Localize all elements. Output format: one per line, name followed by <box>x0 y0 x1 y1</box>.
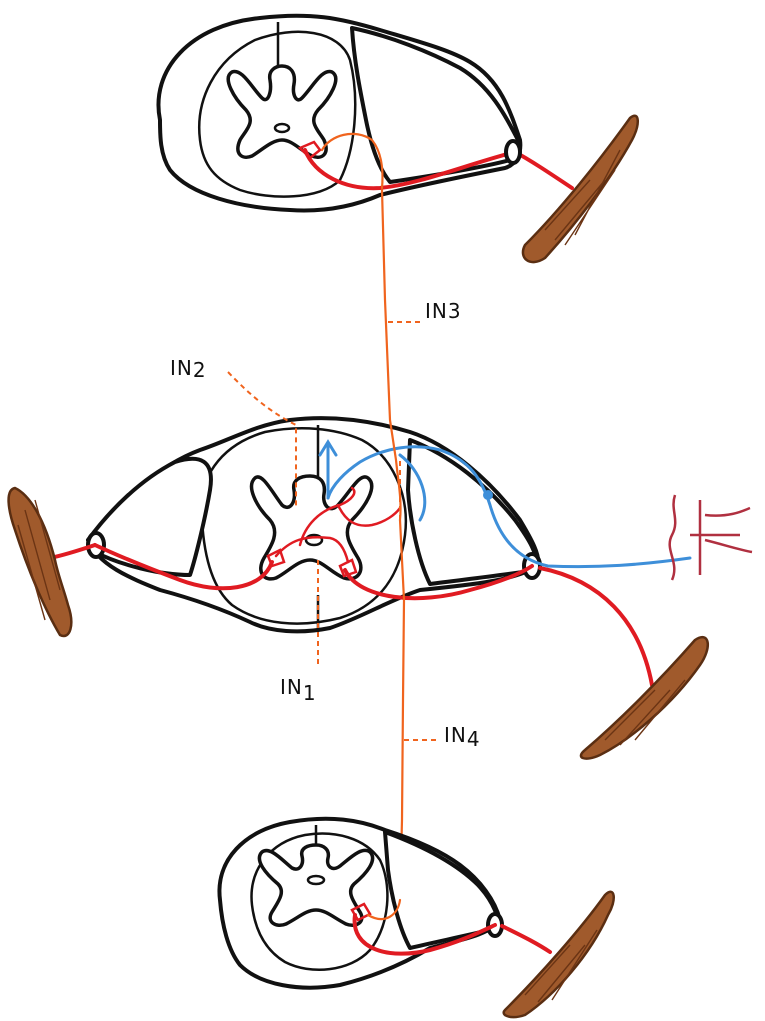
skin-receptor <box>670 495 752 580</box>
bottom-spinal-segment <box>219 819 613 1017</box>
bottom-muscle <box>504 892 614 1017</box>
middle-spinal-segment <box>9 418 752 759</box>
middle-right-motor-to-muscle <box>540 568 652 685</box>
top-motor-axon-to-muscle <box>515 152 572 188</box>
in3-label: IN3 <box>425 299 462 323</box>
top-root-exit <box>506 141 520 163</box>
in1-label: IN1 <box>280 675 317 705</box>
in4-label: IN4 <box>444 723 481 751</box>
top-muscle <box>523 116 638 262</box>
middle-left-ventral-root <box>88 459 211 575</box>
middle-right-root <box>408 440 537 584</box>
top-spinal-segment <box>158 16 637 262</box>
dorsal-root-ganglion-soma <box>483 490 493 500</box>
in2-label: IN2 <box>170 356 207 382</box>
middle-left-muscle <box>9 488 72 636</box>
bottom-motor-to-muscle <box>502 926 550 952</box>
